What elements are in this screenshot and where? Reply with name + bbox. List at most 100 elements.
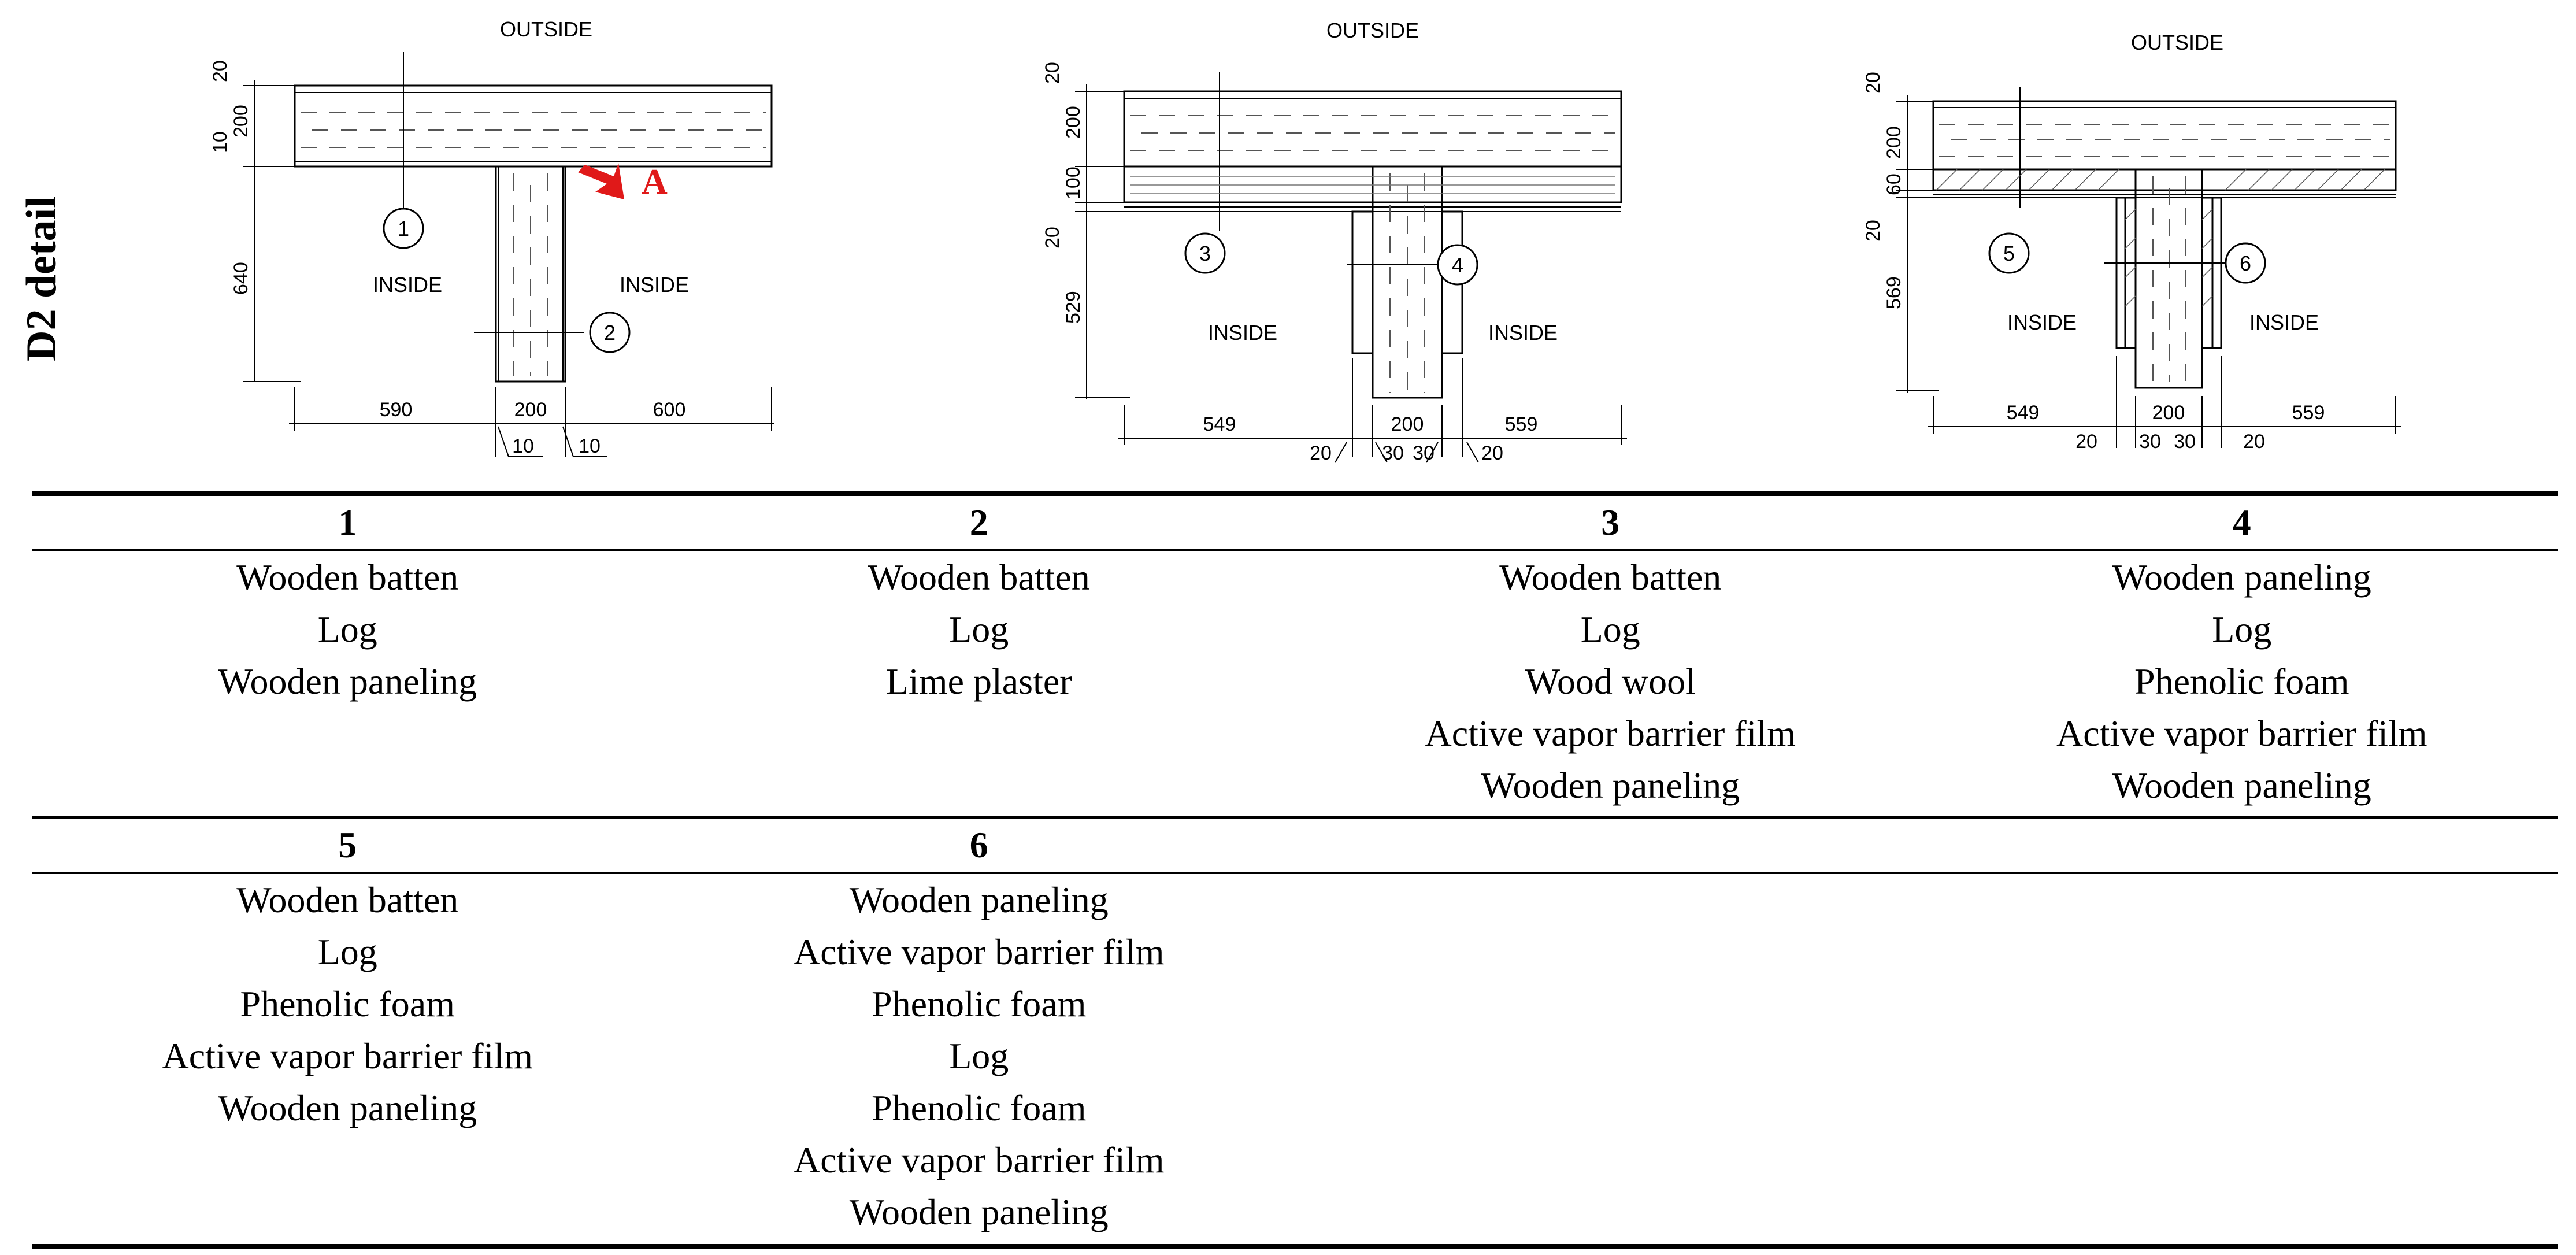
detail-3-dim-v-200: 200 xyxy=(1883,126,1905,159)
detail-3-inside-right-label: INSIDE xyxy=(2249,310,2319,334)
callout-5 xyxy=(1988,232,2030,274)
table-header xyxy=(1295,817,1926,874)
layer-item: Active vapor barrier film xyxy=(794,931,1165,972)
detail-1-inner-wall xyxy=(495,165,566,383)
table-header: 6 xyxy=(663,817,1295,874)
materials-table: 1 2 3 4 Wooden batten Log Wooden panelin… xyxy=(32,491,2558,1249)
callout-6 xyxy=(2225,242,2266,284)
detail-1-dim-v-200: 200 xyxy=(230,105,252,138)
detail-3-dim-h-559: 559 xyxy=(2292,402,2325,424)
detail-2-outside-label: OUTSIDE xyxy=(1326,18,1419,42)
detail-2-inside-left-label: INSIDE xyxy=(1208,321,1277,345)
layer-item: Active vapor barrier film xyxy=(162,1035,533,1076)
detail-2-dim-v-20: 20 xyxy=(1041,62,1063,84)
callout-3-text: 3 xyxy=(1199,242,1211,265)
callout-3 xyxy=(1184,232,1226,274)
detail-2-dim-h-200: 200 xyxy=(1391,413,1424,435)
callout-4-text: 4 xyxy=(1452,253,1463,277)
layer-item: Phenolic foam xyxy=(872,1087,1087,1128)
side-title-svg: D2 detail xyxy=(18,196,65,361)
detail-3-outer-wall xyxy=(1932,100,2397,171)
callout-1-text: 1 xyxy=(398,217,409,240)
detail-2-dim-h-549: 549 xyxy=(1203,413,1236,435)
layer-item: Active vapor barrier film xyxy=(794,1139,1165,1180)
callout-6-text: 6 xyxy=(2240,251,2251,275)
table-cell xyxy=(1926,873,2558,1249)
callout-1 xyxy=(383,208,424,249)
detail-3-dim-s-30b: 30 xyxy=(2174,431,2196,453)
callout-4 xyxy=(1437,244,1478,286)
detail-3-dim-s-20a: 20 xyxy=(2075,431,2097,453)
detail-2-dim-s-20b: 20 xyxy=(1481,442,1503,464)
detail-2-dim-v-100: 100 xyxy=(1062,166,1084,199)
callout-2-text: 2 xyxy=(604,321,616,345)
table-header: 1 xyxy=(32,491,664,551)
detail-3-insulation xyxy=(1932,168,2397,191)
detail-3-outside-label: OUTSIDE xyxy=(2131,31,2223,54)
layer-item: Log xyxy=(317,931,377,972)
layer-item: Lime plaster xyxy=(885,661,1072,702)
arrow-a-label: A xyxy=(642,162,668,202)
layer-item: Active vapor barrier film xyxy=(2056,713,2427,754)
detail-1-inside-left-label: INSIDE xyxy=(373,273,442,297)
detail-2-dim-h-559: 559 xyxy=(1505,413,1538,435)
layer-item: Wood wool xyxy=(1525,661,1696,702)
layer-item: Wooden paneling xyxy=(2112,765,2371,806)
callout-5-text: 5 xyxy=(2003,242,2015,265)
detail-3-dim-v-20: 20 xyxy=(1862,72,1884,94)
detail-1-dim-s-10a: 10 xyxy=(512,435,534,457)
layer-item: Wooden paneling xyxy=(849,879,1109,920)
layer-item: Wooden paneling xyxy=(218,661,477,702)
detail-3-dim-h-549: 549 xyxy=(2007,402,2040,424)
table-cell: Wooden paneling Log Phenolic foam Active… xyxy=(1926,550,2558,819)
detail-1-dim-h-590: 590 xyxy=(380,399,413,421)
table-row: Wooden batten Log Phenolic foam Active v… xyxy=(32,873,2558,1249)
table-cell xyxy=(1295,873,1926,1249)
layer-item: Active vapor barrier film xyxy=(1425,713,1796,754)
detail-3-dim-h-200: 200 xyxy=(2152,402,2185,424)
detail-2-dim-v-20b: 20 xyxy=(1041,227,1063,249)
layer-item: Phenolic foam xyxy=(872,983,1087,1024)
layer-item: Phenolic foam xyxy=(240,983,455,1024)
detail-2-dim-s-30b: 30 xyxy=(1413,442,1435,464)
table-header-row: 5 6 xyxy=(32,817,2558,874)
layer-item: Wooden batten xyxy=(236,879,459,920)
table-header-row: 1 2 3 4 xyxy=(32,491,2558,551)
detail-1-dim-h-200: 200 xyxy=(514,399,547,421)
layer-item: Wooden batten xyxy=(1499,557,1722,598)
arrow-a-icon xyxy=(578,163,624,199)
layer-item: Phenolic foam xyxy=(2134,661,2349,702)
layer-item: Log xyxy=(2212,609,2272,650)
detail-1-dim-s-10b: 10 xyxy=(579,435,601,457)
detail-3-dim-v-20b: 20 xyxy=(1862,220,1884,242)
table-cell: Wooden batten Log Wood wool Active vapor… xyxy=(1295,550,1926,819)
detail-1-dim-h-600: 600 xyxy=(653,399,686,421)
side-title: D2 detail xyxy=(10,136,68,367)
detail-3-inside-left-label: INSIDE xyxy=(2007,310,2077,334)
callout-2 xyxy=(589,312,631,353)
layer-item: Log xyxy=(949,609,1009,650)
table-cell: Wooden paneling Active vapor barrier fil… xyxy=(663,873,1295,1249)
table-header xyxy=(1926,817,2558,874)
layer-item: Wooden batten xyxy=(868,557,1090,598)
detail-2-inside-right-label: INSIDE xyxy=(1488,321,1558,345)
layer-item: Wooden paneling xyxy=(2112,557,2371,598)
table-cell: Wooden batten Log Lime plaster xyxy=(663,550,1295,819)
detail-1-drawing: 1 2 A OUTSIDE INSIDE INSIDE 20 200 10 64… xyxy=(209,17,774,457)
detail-2-dim-s-30a: 30 xyxy=(1382,442,1404,464)
table-cell: Wooden batten Log Wooden paneling xyxy=(32,550,664,819)
detail-2-dim-v-200: 200 xyxy=(1062,106,1084,139)
detail-1-outside-label: OUTSIDE xyxy=(500,17,592,41)
table-header: 3 xyxy=(1295,491,1926,551)
table-header: 2 xyxy=(663,491,1295,551)
detail-2-outer-wall xyxy=(1123,90,1622,168)
detail-1-outer-wall xyxy=(294,84,773,168)
detail-3-dim-v-569: 569 xyxy=(1883,276,1905,309)
layer-item: Log xyxy=(317,609,377,650)
detail-1-dim-v-10: 10 xyxy=(209,131,231,153)
table-header: 5 xyxy=(32,817,664,874)
layer-item: Log xyxy=(949,1035,1009,1076)
layer-item: Wooden paneling xyxy=(218,1087,477,1128)
detail-3-dim-s-30a: 30 xyxy=(2139,431,2161,453)
